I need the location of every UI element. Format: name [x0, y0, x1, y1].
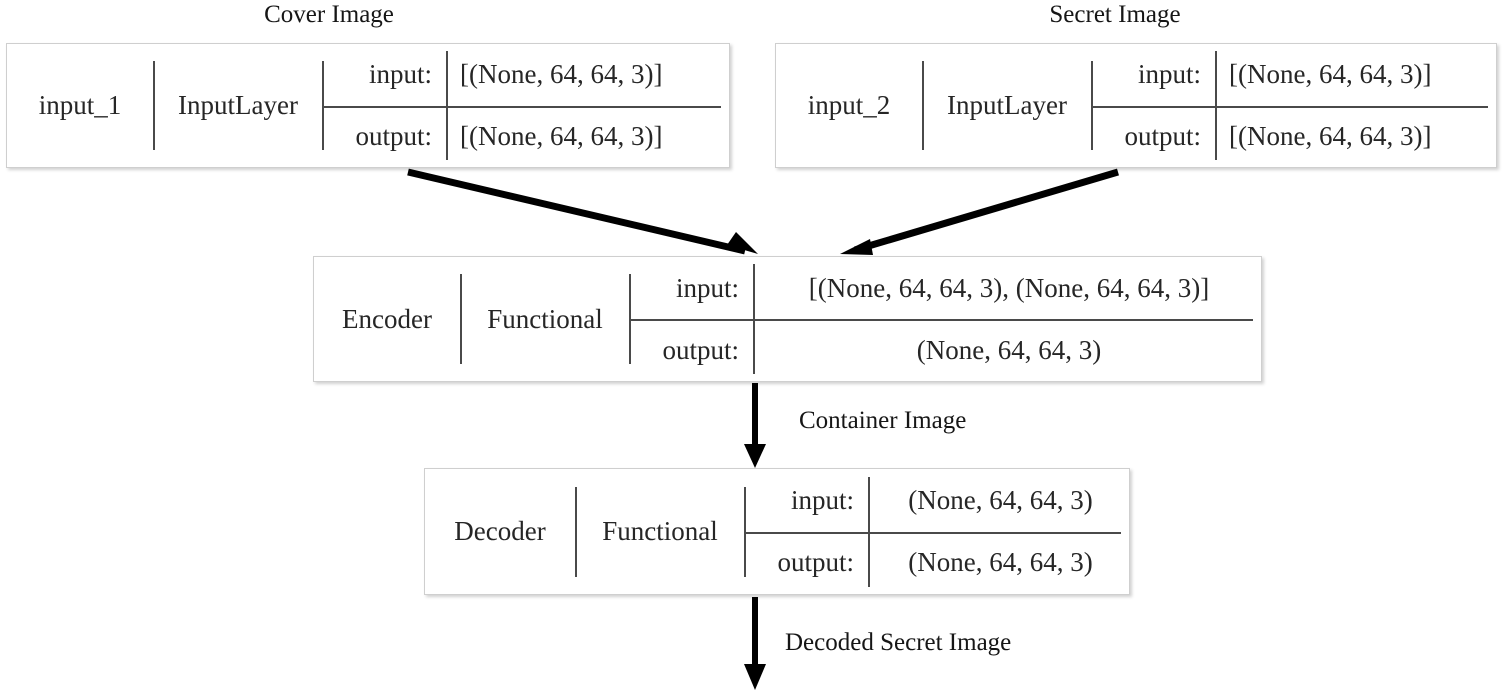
node-decoder-name: Decoder	[454, 516, 546, 546]
io-output-label: output:	[355, 120, 432, 151]
node-input-1-output-row: output: [(None, 64, 64, 3)]	[323, 106, 729, 168]
io-output-label: output:	[662, 334, 739, 365]
io-output-label: output:	[1124, 120, 1201, 151]
node-encoder-input-row: input: [(None, 64, 64, 3), (None, 64, 64…	[630, 257, 1261, 319]
node-input-1-output-shape: [(None, 64, 64, 3)]	[460, 120, 663, 151]
divider-io-columns	[1215, 51, 1217, 160]
edge-label-container-image: Container Image	[799, 407, 967, 434]
node-input-2-input-row: input: [(None, 64, 64, 3)]	[1092, 44, 1496, 106]
divider-name-type	[922, 44, 924, 167]
node-encoder-output-row: output: (None, 64, 64, 3)	[630, 319, 1261, 381]
edge-input2-to-encoder	[840, 168, 1119, 255]
edge-decoder-to-output	[744, 597, 766, 690]
edge-encoder-to-decoder	[744, 383, 766, 468]
divider-name-type	[575, 469, 577, 594]
node-decoder[interactable]: Decoder Functional input: (None, 64, 64,…	[424, 468, 1130, 595]
io-input-label: input:	[790, 484, 854, 515]
caption-cover-image: Cover Image	[264, 1, 394, 28]
node-input-2-output-row: output: [(None, 64, 64, 3)]	[1092, 106, 1496, 168]
node-input-1-io: input: [(None, 64, 64, 3)] output: [(Non…	[323, 44, 729, 167]
node-input-2[interactable]: input_2 InputLayer input: [(None, 64, 64…	[775, 43, 1497, 168]
node-input-2-io: input: [(None, 64, 64, 3)] output: [(Non…	[1092, 44, 1496, 167]
node-input-1[interactable]: input_1 InputLayer input: [(None, 64, 64…	[6, 43, 730, 168]
node-encoder[interactable]: Encoder Functional input: [(None, 64, 64…	[313, 256, 1262, 382]
divider-io-columns	[446, 51, 448, 160]
node-decoder-io: input: (None, 64, 64, 3) output: (None, …	[745, 469, 1129, 594]
io-output-label: output:	[777, 547, 854, 578]
node-input-2-type: InputLayer	[947, 90, 1067, 120]
divider-name-type	[460, 257, 462, 381]
node-input-1-type: InputLayer	[178, 90, 298, 120]
edge-label-decoded-secret-image: Decoded Secret Image	[785, 629, 1012, 656]
node-encoder-output-shape: (None, 64, 64, 3)	[916, 334, 1102, 365]
node-decoder-output-row: output: (None, 64, 64, 3)	[745, 532, 1129, 595]
node-input-2-input-shape: [(None, 64, 64, 3)]	[1229, 59, 1432, 90]
io-input-label: input:	[675, 272, 739, 303]
node-encoder-input-shape: [(None, 64, 64, 3), (None, 64, 64, 3)]	[808, 272, 1210, 303]
node-encoder-name: Encoder	[342, 303, 432, 334]
node-input-1-name: input_1	[38, 90, 122, 120]
edge-input1-to-encoder	[407, 168, 758, 255]
node-decoder-type: Functional	[602, 516, 718, 546]
node-encoder-io: input: [(None, 64, 64, 3), (None, 64, 64…	[630, 257, 1261, 381]
node-input-2-output-shape: [(None, 64, 64, 3)]	[1229, 120, 1432, 151]
io-input-label: input:	[1137, 59, 1201, 90]
node-input-1-input-shape: [(None, 64, 64, 3)]	[460, 59, 663, 90]
node-encoder-type: Functional	[487, 303, 603, 334]
node-decoder-input-row: input: (None, 64, 64, 3)	[745, 469, 1129, 532]
node-input-1-input-row: input: [(None, 64, 64, 3)]	[323, 44, 729, 106]
divider-name-type	[153, 44, 155, 167]
node-decoder-input-shape: (None, 64, 64, 3)	[908, 484, 1093, 515]
io-input-label: input:	[368, 59, 432, 90]
node-decoder-output-shape: (None, 64, 64, 3)	[908, 547, 1093, 578]
divider-io-columns	[868, 476, 870, 587]
node-input-2-name: input_2	[807, 90, 891, 120]
caption-secret-image: Secret Image	[1049, 1, 1181, 28]
divider-io-columns	[753, 264, 755, 374]
